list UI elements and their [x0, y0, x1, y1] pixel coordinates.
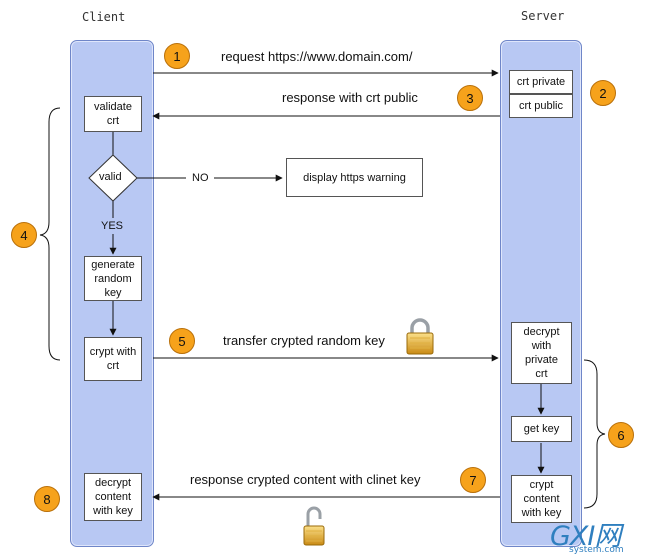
- https-warning-box: display https warning: [286, 158, 423, 197]
- yes-label: YES: [101, 220, 124, 232]
- step4-brace: [39, 107, 61, 361]
- step-badge-2: 2: [590, 80, 616, 106]
- step-badge-3: 3: [457, 85, 483, 111]
- crypt-content-box: crypt content with key: [511, 475, 572, 523]
- watermark-brand: GXI网: [550, 521, 621, 552]
- step-badge-7: 7: [460, 467, 486, 493]
- crt-public-box: crt public: [509, 94, 573, 118]
- decrypt-private-box: decrypt with private crt: [511, 322, 572, 384]
- crt-private-box: crt private: [509, 70, 573, 94]
- step-badge-8: 8: [34, 486, 60, 512]
- step6-brace: [583, 359, 606, 509]
- transfer-key-message: transfer crypted random key: [223, 333, 385, 348]
- get-key-box: get key: [511, 416, 572, 442]
- step-badge-4: 4: [11, 222, 37, 248]
- request-message: request https://www.domain.com/: [221, 49, 413, 64]
- unlock-icon: [303, 506, 325, 546]
- crypt-with-crt-box: crypt with crt: [84, 337, 142, 381]
- no-label: NO: [192, 172, 209, 184]
- step-badge-1: 1: [164, 43, 190, 69]
- valid-label: valid: [99, 171, 122, 183]
- decrypt-content-box: decrypt content with key: [84, 473, 142, 521]
- client-title: Client: [82, 10, 126, 24]
- validate-crt-box: validate crt: [84, 96, 142, 132]
- step-badge-5: 5: [169, 328, 195, 354]
- response-crt-message: response with crt public: [282, 90, 418, 105]
- response-content-message: response crypted content with clinet key: [190, 472, 421, 487]
- lock-icon: [406, 318, 434, 355]
- watermark-site: system.com: [569, 545, 624, 555]
- generate-key-box: generate random key: [84, 256, 142, 301]
- step-badge-6: 6: [608, 422, 634, 448]
- server-title: Server: [521, 9, 565, 23]
